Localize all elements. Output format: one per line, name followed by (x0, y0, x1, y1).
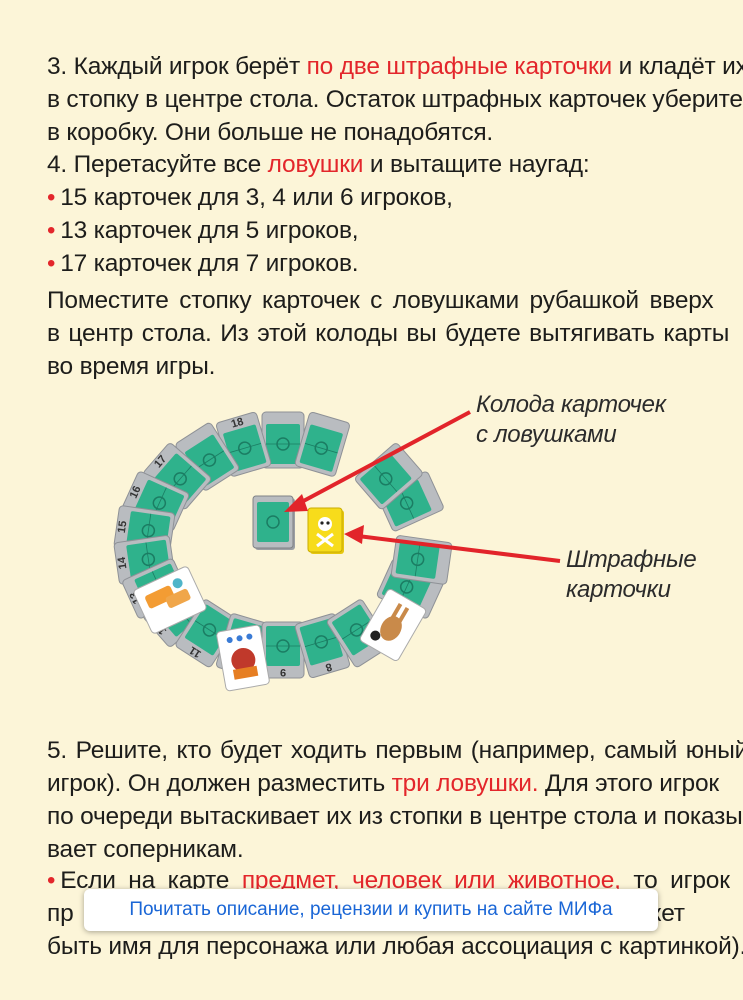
deck-callout-line-1: Колода карточек (476, 391, 666, 418)
step-5-paragraph: 5. Решите, кто будет ходить первым (напр… (47, 734, 743, 866)
face-down-card: 18 (214, 410, 273, 478)
placement-line-3: во время игры. (47, 353, 216, 380)
step-5-line-2-end: Для этого игрок (538, 770, 719, 797)
step-5-line-4: вает соперникам. (47, 836, 244, 863)
card-number-label: 11 (187, 644, 203, 660)
face-down-card: 15 (112, 504, 176, 556)
bullet-marker: • (47, 867, 56, 894)
penalty-callout: Штрафные карточки (566, 545, 697, 605)
face-down-card: 17 (141, 441, 213, 512)
face-down-card: 9 (261, 621, 305, 679)
penalty-arrow (344, 525, 561, 563)
placement-paragraph: Поместите стопку карточек с ловушками ру… (47, 284, 730, 383)
deck-callout-line-2: с ловушками (476, 421, 617, 448)
step-3-text-end: и кладёт их (612, 53, 743, 80)
penalty-callout-line-1: Штрафные (566, 546, 697, 573)
step-3-text: 3. Каждый игрок берёт (47, 53, 307, 80)
bullet-marker: • (47, 217, 56, 244)
step-5-line-6-start: пр (47, 900, 74, 927)
step-3-line-2: в стопку в центре стола. Остаток штрафны… (47, 86, 743, 113)
face-down-card: 11 (173, 597, 241, 669)
deck-arrow (284, 410, 471, 512)
card-number-label: 9 (280, 666, 286, 678)
step-3-paragraph: 3. Каждый игрок берёт по две штрафные ка… (47, 50, 743, 149)
step-3-highlight: по две штрафные карточки (306, 53, 613, 80)
step-4-paragraph: 4. Перетасуйте все ловушки и вытащите на… (47, 148, 697, 280)
card-number-label: 14 (116, 555, 130, 570)
bullet-text: 17 карточек для 7 игроков. (60, 250, 359, 277)
penalty-cards (307, 507, 344, 554)
bullet-item: •13 карточек для 5 игроков, (47, 214, 697, 247)
step-5-highlight: три ловушки. (391, 770, 539, 797)
deck-callout: Колода карточек с ловушками (476, 390, 666, 450)
step-5-line-2-text: игрок). Он должен разместить (47, 770, 392, 797)
bullet-item: •15 карточек для 3, 4 или 6 игроков, (47, 181, 697, 214)
card-number-label: 18 (230, 416, 245, 431)
bullet-text: 13 карточек для 5 игроков, (60, 217, 359, 244)
bullet-marker: • (47, 250, 56, 277)
card-ring: 18171615141312111098 (112, 410, 454, 680)
step-3-line-3: в коробку. Они больше не понадобятся. (47, 119, 494, 146)
placement-line-1: Поместите стопку карточек с ловушками ру… (47, 287, 714, 314)
step-4-highlight: ловушки (267, 151, 364, 178)
face-down-card: 8 (293, 612, 352, 680)
trap-deck (252, 495, 295, 550)
shop-link-bubble[interactable]: Почитать описание, рецензии и купить на … (84, 889, 658, 931)
hand-picture-card (133, 566, 207, 634)
face-down-card: 16 (120, 469, 191, 533)
bullet-text: 15 карточек для 3, 4 или 6 игроков, (60, 184, 453, 211)
step-4-text: 4. Перетасуйте все (47, 151, 268, 178)
bullet-item: •17 карточек для 7 игроков. (47, 247, 697, 280)
step-5-line-3: по очереди вытаскивает их из стопки в це… (47, 803, 743, 830)
penalty-callout-line-2: карточки (566, 576, 671, 603)
step-5-line-1: 5. Решите, кто будет ходить первым (напр… (47, 737, 743, 764)
bullet-marker: • (47, 184, 56, 211)
pirate-picture-card (216, 624, 270, 692)
placement-line-2: в центр стола. Из этой колоды вы будете … (47, 320, 730, 347)
card-number-label: 8 (324, 660, 333, 673)
card-number-label: 16 (128, 484, 144, 500)
face-down-card: 14 (112, 534, 176, 586)
rabbit-picture-card (359, 588, 427, 662)
step-5-line-7: быть имя для персонажа или любая ассоциа… (47, 933, 743, 960)
card-number-label: 15 (116, 520, 130, 534)
shop-link[interactable]: Почитать описание, рецензии и купить на … (129, 899, 613, 920)
step-4-text-end: и вытащите наугад: (363, 151, 590, 178)
